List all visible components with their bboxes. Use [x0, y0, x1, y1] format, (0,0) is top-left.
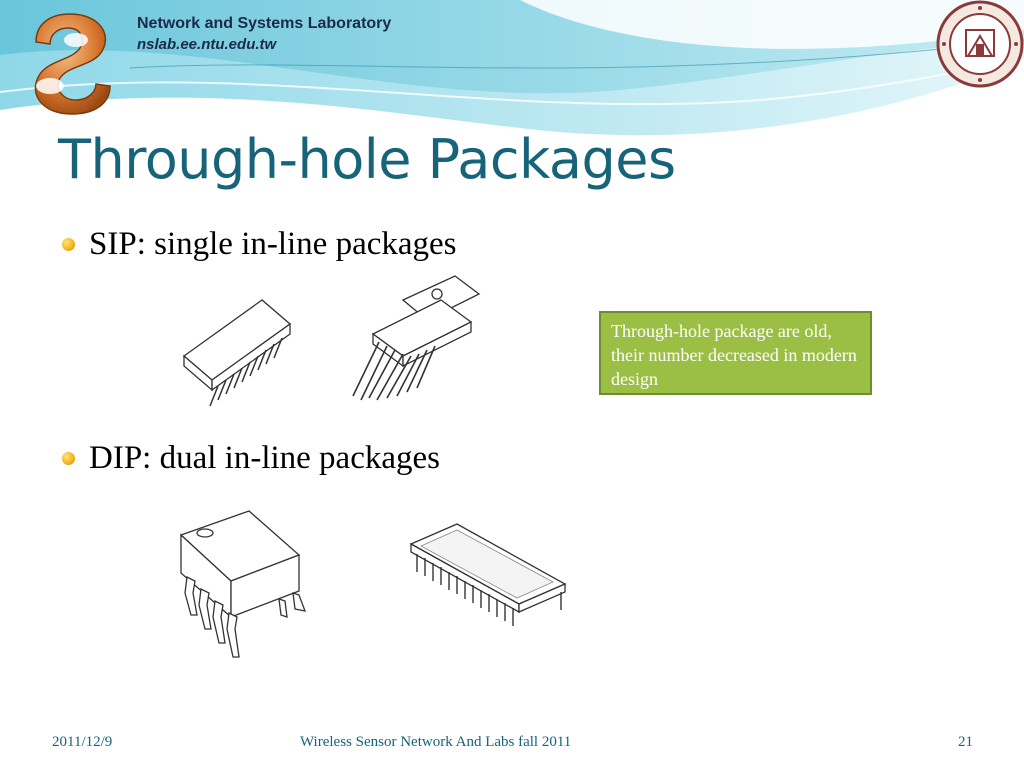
dip-chip-image-1: [179, 510, 307, 658]
sip-chip-image-1: [182, 299, 292, 407]
slide-title: Through-hole Packages: [58, 128, 676, 191]
bullet-dip: DIP: dual in-line packages: [62, 440, 440, 477]
bullet-dot-icon: [62, 452, 75, 465]
bullet-dip-label: DIP: dual in-line packages: [89, 440, 440, 476]
lab-logo-icon: [34, 13, 111, 115]
header-wave-background: [0, 0, 1024, 136]
footer-page-number: 21: [958, 734, 973, 750]
footer-course: Wireless Sensor Network And Labs fall 20…: [300, 734, 572, 750]
footer-date: 2011/12/9: [52, 734, 113, 750]
dip-chip-image-2: [409, 523, 567, 626]
bullet-sip: SIP: single in-line packages: [62, 226, 457, 263]
lab-url: nslab.ee.ntu.edu.tw: [137, 36, 277, 53]
note-box: Through-hole package are old, their numb…: [599, 311, 872, 395]
bullet-sip-label: SIP: single in-line packages: [89, 226, 457, 262]
university-seal-icon: [936, 0, 1024, 88]
lab-name: Network and Systems Laboratory: [137, 15, 392, 32]
bullet-dot-icon: [62, 238, 75, 251]
